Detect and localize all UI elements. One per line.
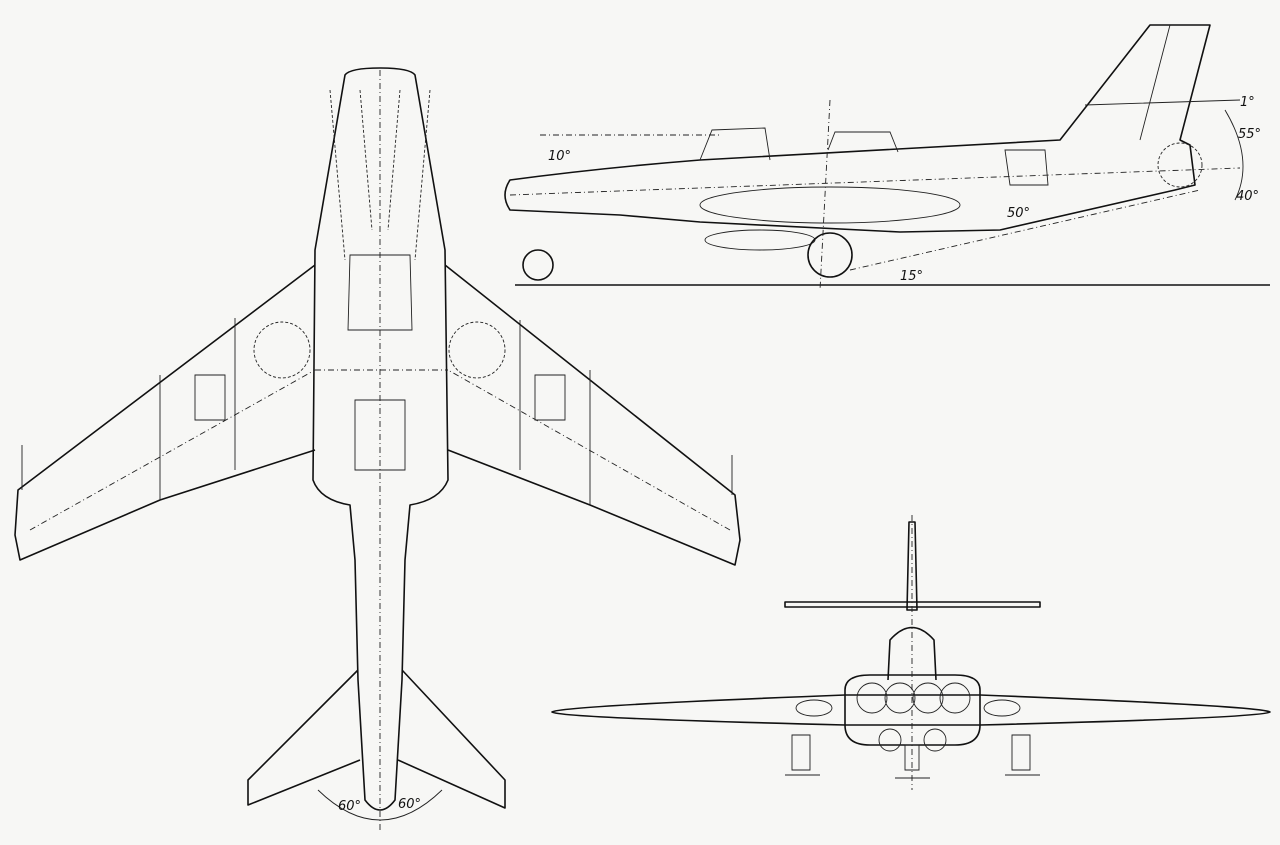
side-view: 10° 1° 55° 40° 50° 15° [504, 24, 1270, 291]
vertical-fin [906, 521, 918, 611]
front-view [551, 515, 1271, 790]
top-view: 60° 60° [14, 67, 741, 830]
angle-label: 50° [1007, 206, 1030, 221]
right-stabilizer [397, 669, 506, 809]
left-stabilizer [247, 669, 361, 806]
angle-arc-top [317, 789, 443, 821]
right-wing [444, 264, 741, 566]
front-fuselage [887, 626, 937, 681]
horizontal-stabilizer [784, 601, 1041, 608]
main-wheel [807, 232, 853, 278]
angle-label: 10° [548, 149, 571, 164]
angle-label: 55° [1238, 127, 1261, 142]
angle-label: 1° [1240, 95, 1255, 110]
angle-label: 15° [900, 269, 923, 284]
side-fuselage [504, 24, 1211, 233]
angle-label: 60° [338, 799, 361, 814]
angle-label: 60° [398, 797, 421, 812]
nose-wheel [522, 249, 554, 281]
fuselage-outline [312, 67, 449, 811]
left-wing [14, 264, 316, 561]
angle-label: 40° [1236, 189, 1259, 204]
front-wing [551, 694, 1271, 726]
